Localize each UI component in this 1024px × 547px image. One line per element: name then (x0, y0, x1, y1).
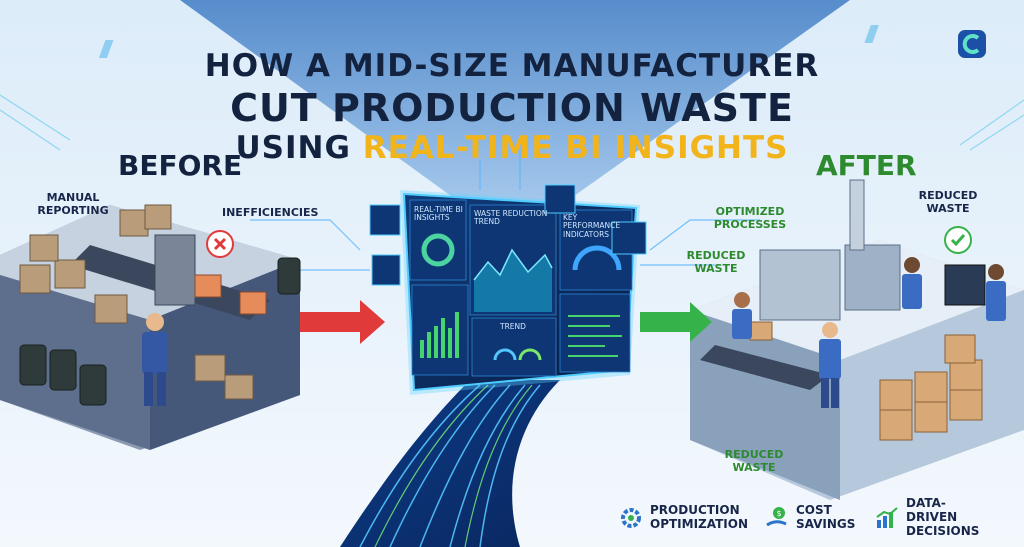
brand-logo-icon (958, 30, 986, 58)
title-line-3: USING REAL-TIME BI INSIGHTS (0, 130, 1024, 166)
after-arrow (640, 302, 712, 342)
manual-reporting-label: MANUAL REPORTING (37, 191, 109, 217)
before-heading: BEFORE (118, 149, 243, 182)
title-line-2: CUT PRODUCTION WASTE (230, 86, 794, 130)
legend-label: PRODUCTION OPTIMIZATION (650, 503, 749, 531)
legend-label: DATA-DRIVEN DECISIONS (906, 496, 980, 538)
svg-text:$: $ (776, 509, 781, 518)
legend-label: COST SAVINGS (796, 503, 856, 531)
panel-waste-trend-label: WASTE REDUCTION TREND (474, 209, 548, 227)
before-arrow (300, 300, 385, 344)
legend-data-driven-decisions: DATA-DRIVEN DECISIONS (874, 496, 996, 538)
legend-production-optimization: PRODUCTION OPTIMIZATION (618, 500, 750, 536)
legend-cost-savings: $ COST SAVINGS (764, 500, 856, 536)
reduced-waste-top-label: REDUCED WASTE (918, 189, 978, 215)
bar-chart-icon (876, 507, 898, 528)
panel-trend-label: TREND (500, 322, 526, 331)
reduced-waste-bottom-label: REDUCED WASTE (724, 448, 784, 474)
title-line-1: HOW A MID-SIZE MANUFACTURER (204, 48, 820, 84)
gear-icon (621, 508, 641, 528)
optimized-processes-label: OPTIMIZED PROCESSES (713, 205, 787, 231)
reduced-waste-left-label: REDUCED WASTE (686, 249, 746, 275)
after-heading: AFTER (816, 149, 917, 182)
panel-realtime-label: REAL-TIME BI INSIGHTS (414, 205, 463, 223)
title-line-3-prefix: USING (235, 130, 363, 166)
error-x-icon (206, 230, 234, 258)
check-icon (944, 226, 972, 254)
inefficiencies-label: INEFFICIENCIES (222, 206, 319, 219)
title-highlight: REAL-TIME BI INSIGHTS (362, 130, 789, 166)
panel-kpi-label: KEY PERFORMANCE INDICATORS (563, 213, 621, 239)
money-hand-icon: $ (766, 507, 787, 527)
